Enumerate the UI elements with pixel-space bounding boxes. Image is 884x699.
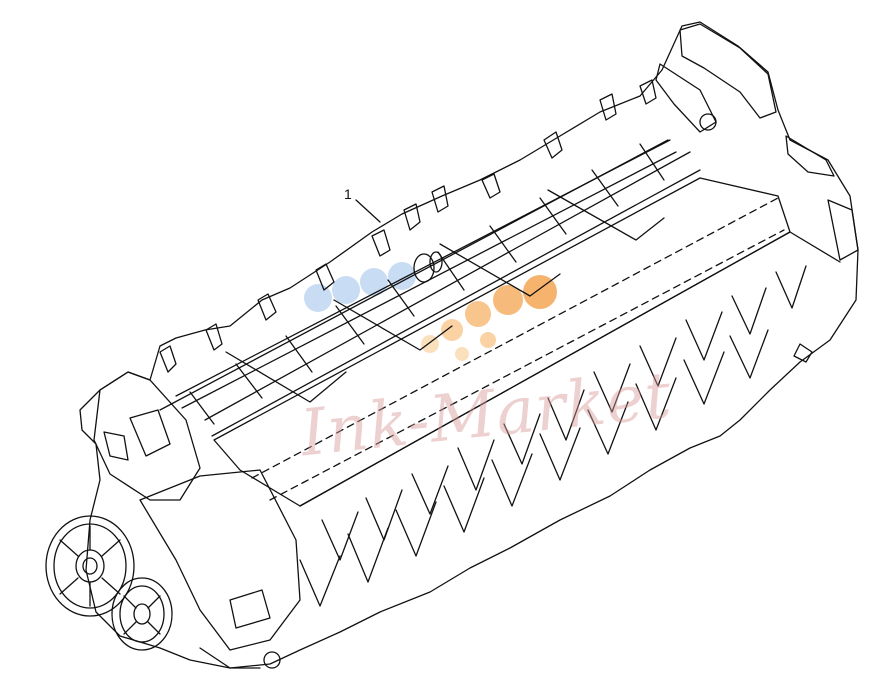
internal-ribs <box>189 143 665 425</box>
roller-shaft <box>175 139 671 397</box>
callout-label-1: 1 <box>344 186 352 202</box>
lower-guide-teeth <box>299 265 807 607</box>
drive-gear-large <box>45 515 135 617</box>
housing-outline <box>79 21 859 669</box>
left-end-block <box>93 371 301 669</box>
separator-fingers <box>159 79 657 373</box>
callout-leader-line <box>355 199 381 223</box>
watermark-logo-dots <box>304 262 557 361</box>
right-end-bracket <box>655 23 859 363</box>
dashed-seam <box>251 197 779 479</box>
roller-collar <box>413 253 435 283</box>
dashed-seam-2 <box>269 229 785 501</box>
cover-edge <box>299 231 841 507</box>
drive-gear-small <box>111 577 173 651</box>
roller-collar-2 <box>429 251 443 273</box>
top-frame-line <box>204 151 691 421</box>
